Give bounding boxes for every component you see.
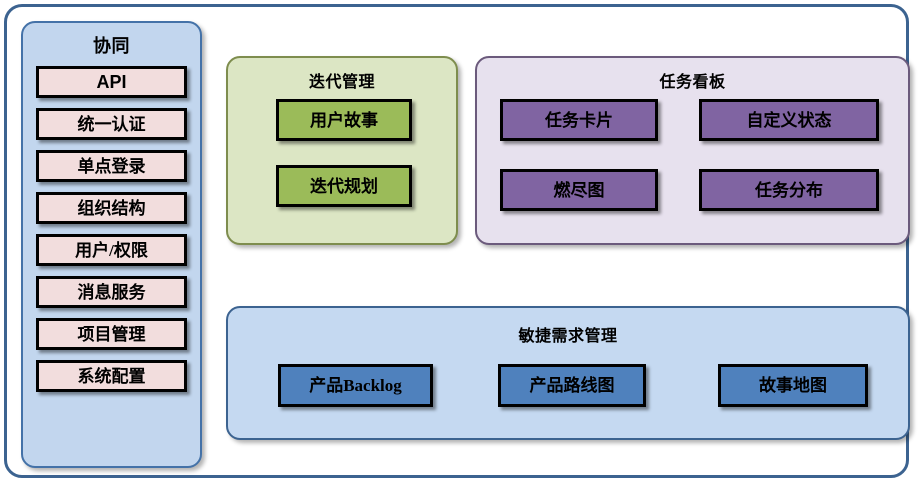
panel-collaboration[interactable]: 协同 API 统一认证 单点登录 组织结构 用户/权限 消息服务 项目管理 [21,21,202,468]
node-task-card[interactable]: 任务卡片 [500,99,658,141]
node-user-permission[interactable]: 用户/权限 [36,234,187,266]
node-api[interactable]: API [36,66,187,98]
node-iteration-planning[interactable]: 迭代规划 [276,165,412,207]
panel-collaboration-title: 协同 [93,36,130,56]
node-burndown-chart-label: 燃尽图 [553,180,605,200]
diagram-frame: 协同 API 统一认证 单点登录 组织结构 用户/权限 消息服务 项目管理 [4,4,910,478]
node-org-structure-label: 组织结构 [77,198,146,218]
node-project-management[interactable]: 项目管理 [36,318,187,350]
panel-task-board-title: 任务看板 [659,74,726,91]
panel-iteration-management[interactable]: 迭代管理 用户故事 迭代规划 [226,56,458,245]
node-story-map[interactable]: 故事地图 [718,364,868,407]
collaboration-node-list: API 统一认证 单点登录 组织结构 用户/权限 消息服务 项目管理 系统配置 [23,66,200,392]
node-system-config-label: 系统配置 [77,366,146,386]
node-task-distribution[interactable]: 任务分布 [699,169,879,211]
node-single-sign-on-label: 单点登录 [77,156,146,176]
panel-agile-requirement-management-title: 敏捷需求管理 [518,328,618,345]
node-custom-status-label: 自定义状态 [746,110,832,130]
panel-agile-requirement-management[interactable]: 敏捷需求管理 产品Backlog 产品路线图 故事地图 [226,306,910,440]
node-product-backlog-label: 产品Backlog [309,376,402,395]
node-message-service[interactable]: 消息服务 [36,276,187,308]
node-product-roadmap-label: 产品路线图 [529,376,615,395]
node-user-story-label: 用户故事 [310,110,378,130]
node-message-service-label: 消息服务 [77,282,146,302]
node-project-management-label: 项目管理 [77,324,146,344]
panel-iteration-management-title: 迭代管理 [308,74,375,91]
node-api-label: API [96,72,127,92]
node-single-sign-on[interactable]: 单点登录 [36,150,187,182]
node-burndown-chart[interactable]: 燃尽图 [500,169,658,211]
node-unified-auth-label: 统一认证 [77,114,146,134]
node-system-config[interactable]: 系统配置 [36,360,187,392]
node-user-story[interactable]: 用户故事 [276,99,412,141]
node-product-roadmap[interactable]: 产品路线图 [498,364,646,407]
node-task-distribution-label: 任务分布 [755,180,823,200]
node-unified-auth[interactable]: 统一认证 [36,108,187,140]
panel-task-board[interactable]: 任务看板 任务卡片 自定义状态 燃尽图 任务分布 [475,56,910,245]
node-org-structure[interactable]: 组织结构 [36,192,187,224]
node-iteration-planning-label: 迭代规划 [310,176,378,196]
node-user-permission-label: 用户/权限 [75,240,148,260]
node-task-card-label: 任务卡片 [545,110,613,130]
node-custom-status[interactable]: 自定义状态 [699,99,879,141]
node-product-backlog[interactable]: 产品Backlog [278,364,433,407]
node-story-map-label: 故事地图 [759,376,827,395]
